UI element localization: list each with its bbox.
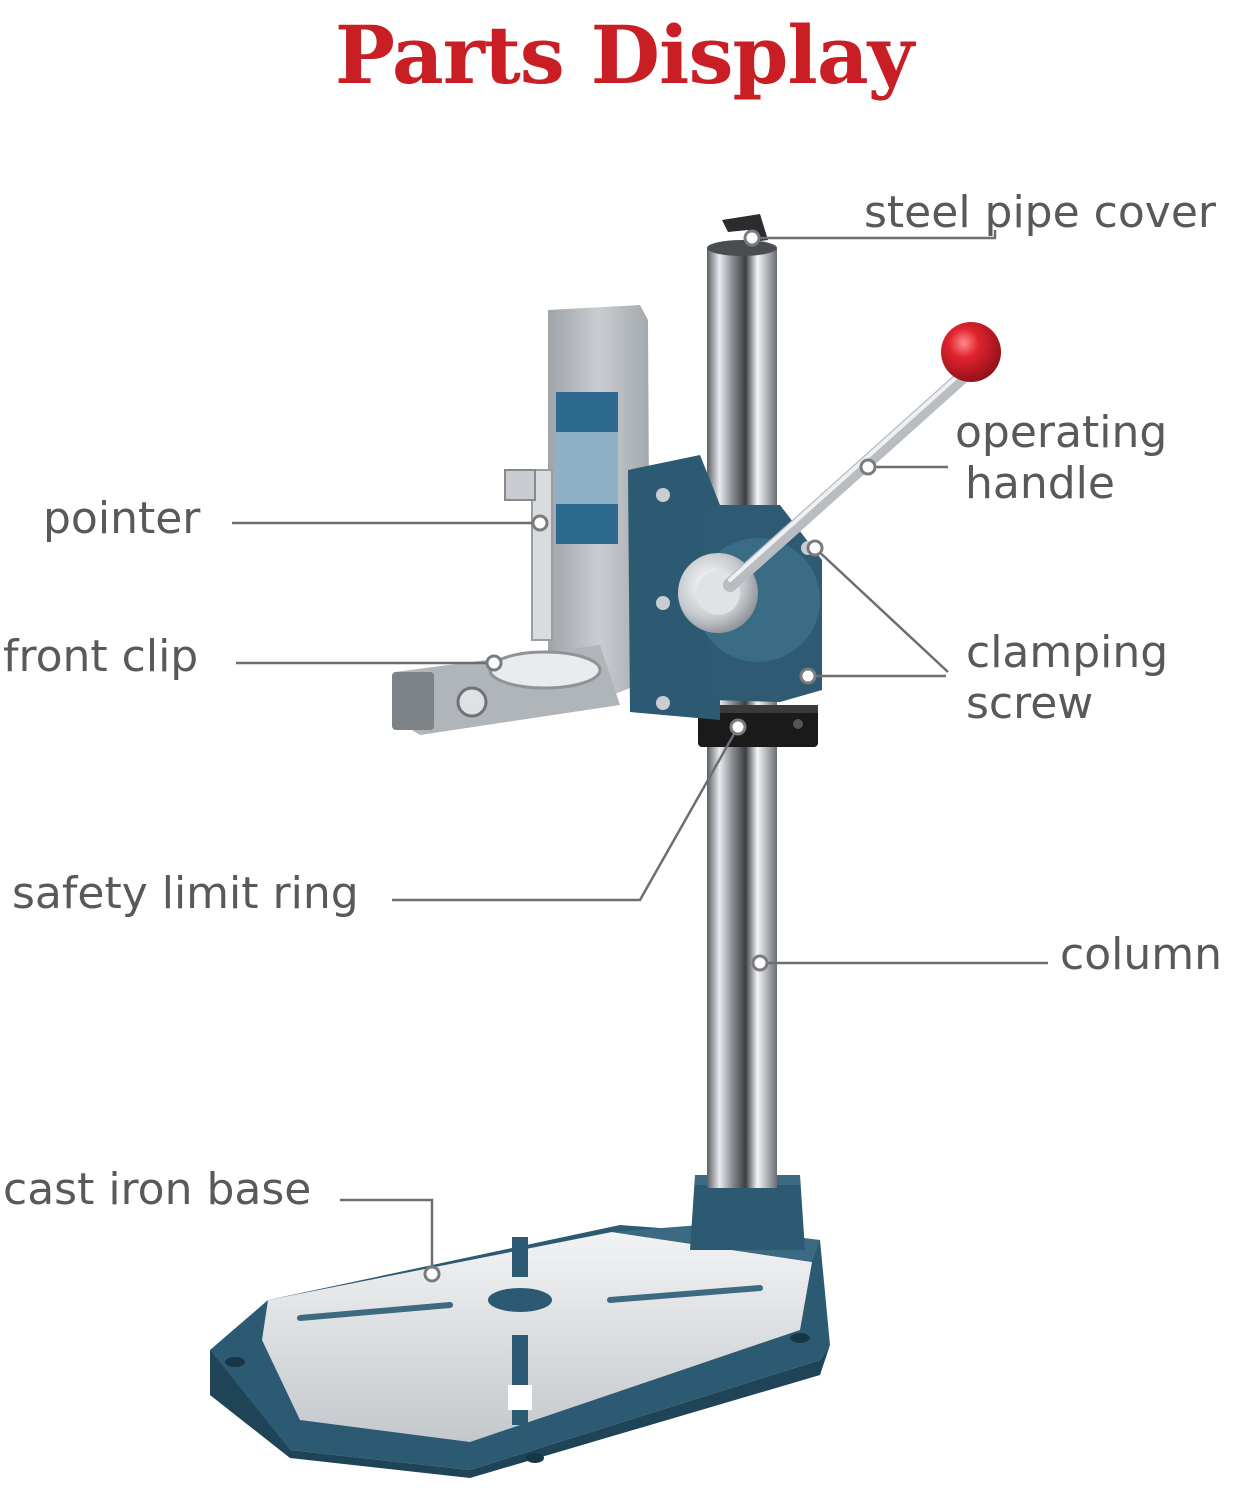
dot-marker-icon bbox=[423, 1265, 441, 1283]
carriage-casting bbox=[392, 305, 650, 735]
gear-housing bbox=[628, 455, 822, 720]
label-column: column bbox=[1060, 929, 1222, 980]
dot-marker-icon bbox=[531, 514, 549, 532]
dot-markers bbox=[423, 229, 877, 1283]
label-pointer: pointer bbox=[43, 493, 201, 544]
dot-marker-icon bbox=[485, 654, 503, 672]
page-title: Parts Display bbox=[334, 8, 914, 102]
label-operating-handle: operating handle bbox=[955, 407, 1168, 509]
dot-marker-icon bbox=[729, 718, 747, 736]
safety-limit-ring bbox=[698, 705, 818, 747]
label-front-clip: front clip bbox=[3, 631, 199, 682]
label-clamping-screw-line1: clamping bbox=[966, 627, 1169, 678]
leader-lines bbox=[232, 230, 1048, 1274]
dot-marker-icon bbox=[751, 954, 769, 972]
operating-handle bbox=[723, 322, 1001, 592]
label-operating-handle-line1: operating bbox=[955, 407, 1168, 458]
dot-marker-icon bbox=[799, 667, 817, 685]
cast-iron-base bbox=[210, 1175, 830, 1478]
steel-pipe-cover bbox=[707, 214, 777, 256]
label-operating-handle-line2: handle bbox=[965, 457, 1115, 509]
label-safety-limit-ring: safety limit ring bbox=[12, 868, 359, 919]
label-steel-pipe-cover: steel pipe cover bbox=[864, 187, 1216, 238]
dot-marker-icon bbox=[743, 229, 761, 247]
label-clamping-screw: clamping screw bbox=[966, 627, 1169, 729]
label-clamping-screw-line2: screw bbox=[966, 677, 1094, 729]
dot-marker-icon bbox=[859, 458, 877, 476]
dot-marker-icon bbox=[806, 539, 824, 557]
label-cast-iron-base: cast iron base bbox=[3, 1164, 312, 1215]
